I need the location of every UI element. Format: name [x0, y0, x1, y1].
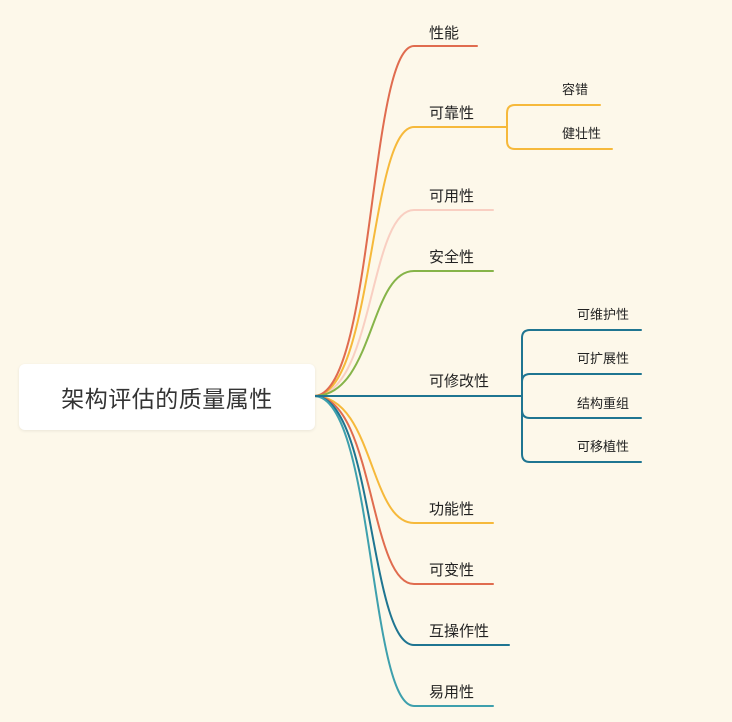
connector-portability — [519, 395, 642, 463]
subtopic-fault-tolerance[interactable]: 容错 — [562, 83, 589, 98]
topic-functionality[interactable]: 功能性 — [429, 500, 475, 518]
topic-interoperability[interactable]: 互操作性 — [429, 622, 490, 640]
root-topic[interactable]: 架构评估的质量属性 — [19, 364, 315, 430]
subtopic-robustness[interactable]: 健壮性 — [562, 127, 602, 142]
connector-usability — [313, 395, 494, 707]
connector-extensibility — [519, 373, 642, 397]
subtopic-restructuring[interactable]: 结构重组 — [577, 397, 630, 412]
connector-variability — [313, 395, 494, 585]
connector-security — [313, 270, 494, 397]
topic-modifiability[interactable]: 可修改性 — [429, 372, 490, 390]
subtopic-maintainability[interactable]: 可维护性 — [577, 308, 630, 323]
topic-security[interactable]: 安全性 — [429, 248, 475, 266]
connector-fault-tolerance — [504, 104, 601, 128]
topic-variability[interactable]: 可变性 — [429, 561, 475, 579]
connector-maintainability — [519, 329, 642, 397]
connector-reliability — [313, 126, 506, 397]
connector-interoperability — [313, 395, 510, 646]
connector-availability — [313, 209, 494, 397]
subtopic-extensibility[interactable]: 可扩展性 — [577, 352, 630, 367]
topic-usability[interactable]: 易用性 — [429, 683, 475, 701]
topic-availability[interactable]: 可用性 — [429, 187, 475, 205]
subtopic-portability[interactable]: 可移植性 — [577, 440, 630, 455]
topic-performance[interactable]: 性能 — [429, 24, 460, 42]
topic-reliability[interactable]: 可靠性 — [429, 104, 475, 122]
connector-performance — [313, 45, 478, 397]
connector-robustness — [504, 126, 613, 150]
connector-functionality — [313, 395, 494, 524]
